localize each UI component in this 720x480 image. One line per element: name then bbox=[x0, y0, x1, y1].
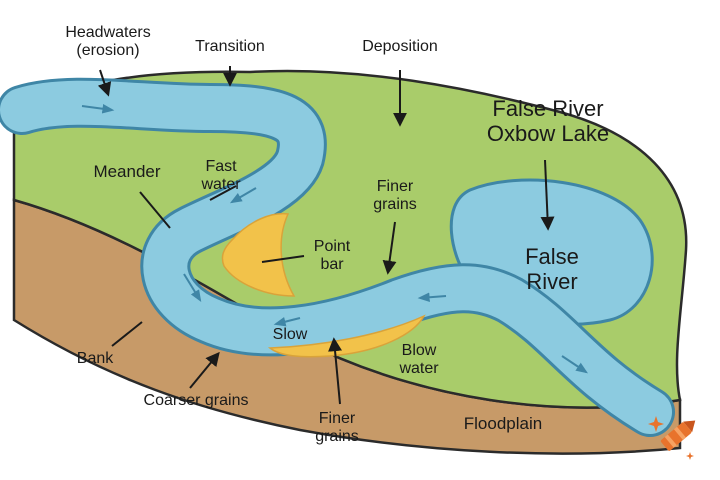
flow-arrow bbox=[183, 273, 202, 303]
label-finer-grains-bottom: Finer grains bbox=[315, 410, 359, 446]
leader-finer-top bbox=[382, 221, 397, 275]
leader-meander bbox=[139, 191, 171, 229]
crayon-logo-icon bbox=[648, 416, 696, 460]
label-transition: Transition bbox=[195, 38, 265, 55]
flow-arrow bbox=[273, 317, 301, 327]
leader-coarser bbox=[189, 351, 220, 389]
flow-arrow bbox=[81, 103, 115, 114]
flow-arrow bbox=[417, 292, 447, 303]
label-slow: Slow bbox=[272, 326, 308, 343]
label-finer-grains-top: Finer grains bbox=[373, 178, 417, 214]
label-false-river: False River bbox=[525, 244, 579, 295]
label-floodplain: Floodplain bbox=[463, 414, 543, 433]
leader-oxbow bbox=[540, 159, 555, 231]
label-oxbow-title: False River Oxbow Lake bbox=[486, 96, 610, 147]
label-deposition: Deposition bbox=[362, 38, 438, 55]
leader-fast-water bbox=[209, 185, 237, 201]
point-bar-sand bbox=[221, 212, 296, 297]
label-meander: Meander bbox=[93, 162, 161, 181]
leader-point-bar bbox=[261, 255, 305, 263]
river-channel bbox=[0, 80, 672, 434]
label-fast-water: Fast water bbox=[201, 158, 241, 194]
label-point-bar: Point bar bbox=[313, 238, 351, 274]
leader-finer-bottom bbox=[328, 337, 343, 405]
leader-bank bbox=[111, 321, 143, 347]
label-coarser-grains: Coarser grains bbox=[143, 392, 249, 409]
label-headwaters: Headwaters (erosion) bbox=[65, 24, 151, 60]
leader-headwaters bbox=[97, 69, 112, 97]
flow-arrow bbox=[229, 187, 257, 204]
flow-arrow bbox=[561, 355, 588, 374]
label-bank: Bank bbox=[76, 350, 114, 367]
label-blow-water: Blow water bbox=[399, 342, 439, 378]
